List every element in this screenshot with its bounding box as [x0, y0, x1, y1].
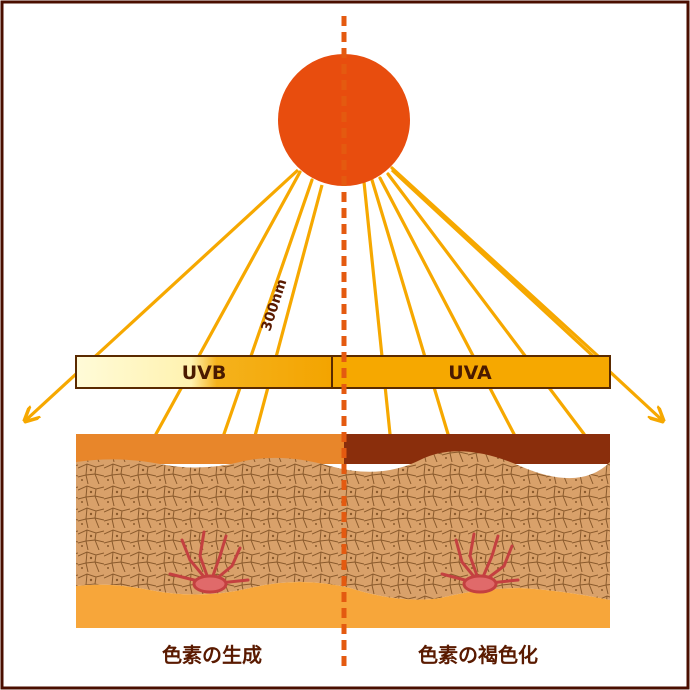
uv-ray-2: [222, 178, 314, 436]
uv-rays: [154, 166, 600, 436]
ray-arrow-right: [390, 168, 662, 420]
uvb-label: UVB: [182, 362, 227, 384]
uva-band: [331, 355, 611, 389]
pigment-cell-left: [168, 530, 250, 594]
dermis-layer: [76, 582, 610, 628]
ray-arrow-left: [26, 168, 300, 420]
uv-ray-3: [362, 180, 392, 436]
uva-label: UVA: [448, 362, 492, 384]
uv-ray-1: [154, 170, 302, 436]
skin-surface-left: [76, 434, 344, 464]
epidermis-cells: [76, 451, 610, 600]
uvb-band: [75, 355, 333, 389]
uv-ray-4: [370, 178, 450, 436]
caption-pigment-browning: 色素の褐色化: [418, 643, 538, 667]
uv-ray-7: [390, 166, 600, 358]
uv-ray-5: [378, 176, 516, 436]
pigment-cell-right: [440, 532, 520, 594]
uv-ray-6: [386, 172, 586, 436]
caption-pigment-generation: 色素の生成: [162, 643, 262, 667]
skin-cross-section: [76, 434, 610, 628]
